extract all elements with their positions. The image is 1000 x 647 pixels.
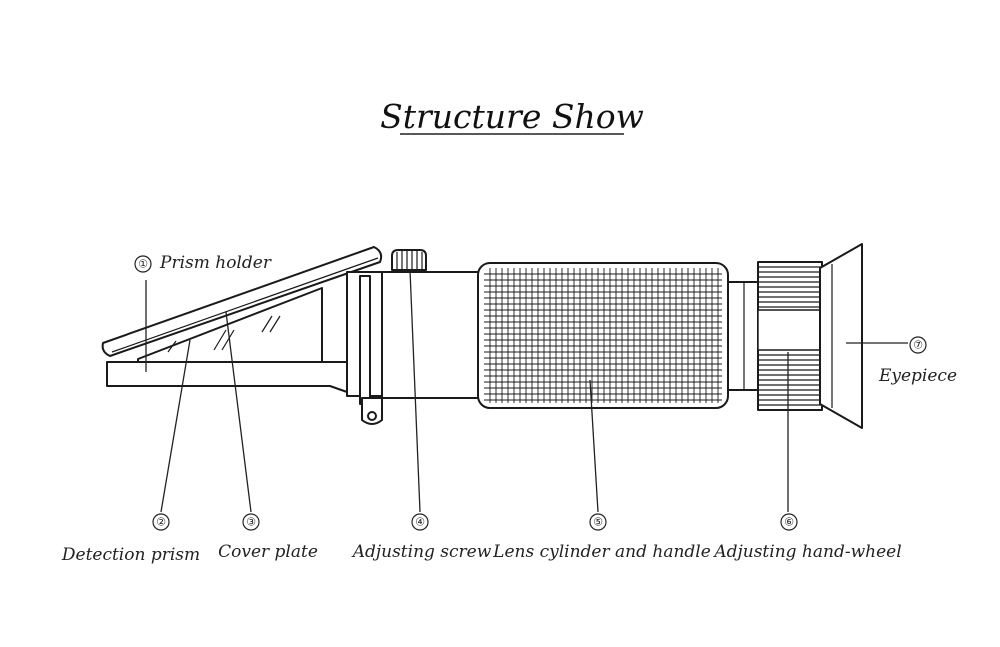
lens-cylinder-handle: [477, 262, 729, 409]
callout-number: ③: [246, 516, 256, 529]
label-cover-plate: Cover plate: [218, 542, 318, 562]
callout-7: ⑦ Eyepiece: [878, 336, 957, 386]
detection-prism: [137, 287, 323, 363]
callout-4: ④ Adjusting screw: [351, 513, 492, 562]
leader-lines: [145, 269, 908, 513]
callout-3: ③ Cover plate: [218, 513, 318, 562]
label-adjusting-screw: Adjusting screw: [351, 542, 492, 562]
callout-6: ⑥ Adjusting hand-wheel: [712, 513, 902, 562]
callout-number: ①: [138, 258, 148, 271]
callout-number: ⑥: [784, 516, 794, 529]
refractometer-illustration: [101, 243, 863, 429]
label-adjusting-hand-wheel: Adjusting hand-wheel: [712, 542, 901, 562]
callout-number: ⑤: [593, 516, 603, 529]
callout-5: ⑤ Lens cylinder and handle: [492, 513, 711, 562]
diagram-title: Structure Show: [380, 97, 644, 136]
prism-holder-body: [106, 361, 348, 393]
label-lens-cylinder: Lens cylinder and handle: [492, 542, 711, 562]
adjusting-hand-wheel: [757, 261, 823, 411]
callout-number: ②: [156, 516, 166, 529]
front-tube: [381, 271, 481, 399]
label-eyepiece: Eyepiece: [878, 366, 957, 386]
adjusting-screw-knob: [391, 249, 427, 271]
callout-number: ⑦: [913, 339, 923, 352]
cover-plate: [101, 246, 383, 357]
label-detection-prism: Detection prism: [61, 545, 200, 565]
callout-1: ① Prism holder: [134, 253, 272, 273]
callout-number: ④: [415, 516, 425, 529]
eyepiece-cup: [819, 243, 863, 429]
handle-knurl-grid: [484, 268, 722, 403]
label-prism-holder: Prism holder: [159, 253, 272, 273]
callout-2: ② Detection prism: [61, 513, 200, 565]
